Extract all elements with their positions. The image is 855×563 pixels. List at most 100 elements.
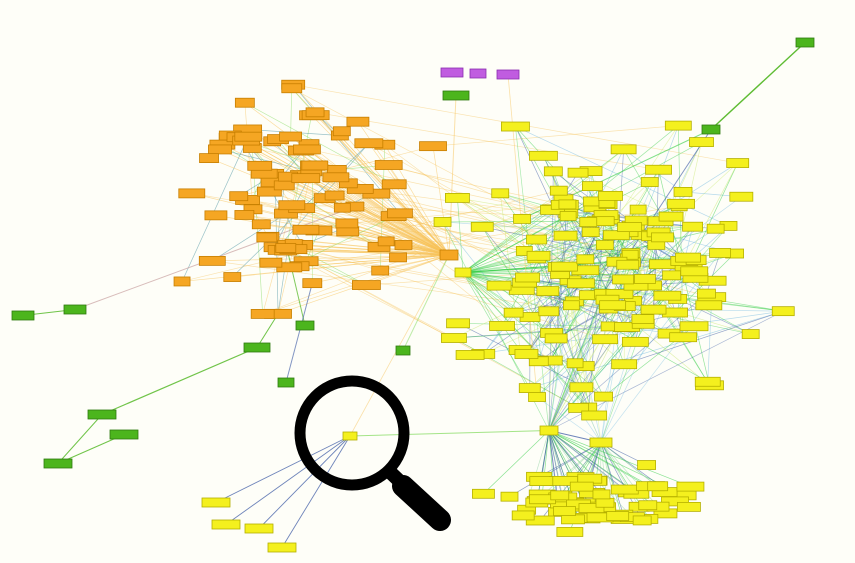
graph-edge [513,282,582,313]
graph-edge [549,169,659,361]
graph-edge [267,236,606,340]
graph-edge [481,226,550,312]
magnifier-icon [294,375,451,531]
graph-edge [640,234,646,280]
graph-node-yellow-cluster [582,181,603,192]
graph-edge [536,396,602,443]
graph-node-yellow-cluster [664,120,692,131]
graph-edge [623,306,626,365]
graph-node-yellow-cluster [599,300,627,311]
edges-layer [22,41,806,548]
graph-node-yellow-cluster [528,356,549,367]
graph-edge [578,339,606,409]
graph-node-yellow-cluster [549,185,568,196]
graph-node-yellow-cluster [667,198,695,209]
graph-edge [212,254,450,262]
graph-edge [181,136,249,282]
graph-edge [462,272,549,312]
graph-node-yellow-cluster [567,167,589,178]
graph-node-orange-cluster [335,218,359,229]
graph-node-yellow-cluster [592,489,611,500]
graph-node-yellow-cluster [680,266,709,277]
graph-node-purple-peripheral [496,69,520,80]
graph-node-yellow-cluster [616,259,640,270]
graph-edge [515,126,729,227]
graph-node-yellow-cluster [511,510,535,521]
graph-edge [252,147,569,217]
graph-node-green-peripheral [701,124,721,135]
graph-edge [215,435,351,503]
graph-node-yellow-cluster [486,280,512,291]
graph-edge [513,312,602,443]
graph-node-orange-cluster [346,184,374,194]
graph-edge [402,254,450,351]
graph-node-yellow-cluster [661,496,689,507]
graph-node-yellow-cluster [472,488,495,499]
graph-edge [212,213,287,262]
graph-edge [248,136,450,256]
graph-edge [667,141,702,296]
graph-node-orange-cluster [332,126,351,137]
graph-edge [462,272,514,313]
graph-node-yellow-cluster [559,211,577,221]
graph-node-yellow-cluster [602,230,630,241]
graph-node-yellow-cluster [529,150,558,161]
graph-edge [710,41,806,131]
graph-node-yellow-cluster [695,300,723,311]
graph-edge [707,297,713,382]
graph-node-yellow-cluster [637,460,656,470]
graph-edge [548,430,651,487]
graph-node-yellow-cluster [634,274,656,284]
graph-edge [232,254,450,278]
graph-edge [562,442,602,498]
graph-node-yellow-cluster [538,306,560,317]
graph-edge [308,143,450,256]
graph-edge [247,199,689,269]
magnifier-lens [294,375,410,491]
graph-edge [616,149,624,262]
graph-edge [244,102,395,185]
graph-node-yellow-cluster [267,542,297,553]
graph-edge [349,430,550,437]
graph-node-yellow-cluster [611,359,638,370]
graph-node-orange-cluster [419,141,447,152]
graph-node-yellow-cluster [562,300,580,311]
graph-node-yellow-cluster [592,334,619,345]
graph-node-yellow-cluster [673,186,693,197]
magnifier-grip [392,475,451,531]
graph-node-yellow-cluster [561,514,585,525]
graph-edge [256,313,279,348]
graph-node-orange-cluster [291,173,321,184]
graph-node-orange-cluster [273,180,295,191]
graph-node-yellow-cluster [550,490,570,501]
graph-node-yellow-cluster [610,484,639,495]
graph-node-yellow-cluster [201,497,231,508]
graph-node-orange-cluster [394,240,413,250]
graph-node-green-peripheral [442,90,470,101]
graph-node-yellow-cluster [676,481,705,492]
graph-node-orange-cluster [250,309,275,319]
graph-edge [523,250,540,362]
graph-node-yellow-cluster [528,392,546,402]
graph-node-yellow-cluster [503,307,524,318]
graph-edge [277,250,288,314]
graph-node-yellow-cluster [551,261,578,272]
graph-node-yellow-cluster [491,188,510,199]
graph-edge [548,258,630,431]
graph-edge [457,197,464,273]
nodes-layer [11,37,815,553]
graph-node-yellow-cluster [576,254,595,265]
graph-node-yellow-cluster [211,519,241,530]
graph-node-orange-cluster [439,249,459,261]
graph-edge [287,176,450,256]
graph-edge [208,157,450,256]
graph-edge [432,146,450,256]
graph-node-green-peripheral [11,310,35,321]
graph-node-yellow-cluster [631,314,655,325]
graph-node-orange-cluster [354,138,384,149]
graph-node-yellow-cluster [709,248,732,258]
graph-node-yellow-cluster [771,306,795,317]
graph-node-yellow-cluster [518,383,541,393]
graph-node-orange-cluster [251,219,271,230]
graph-node-yellow-cluster [441,333,467,343]
